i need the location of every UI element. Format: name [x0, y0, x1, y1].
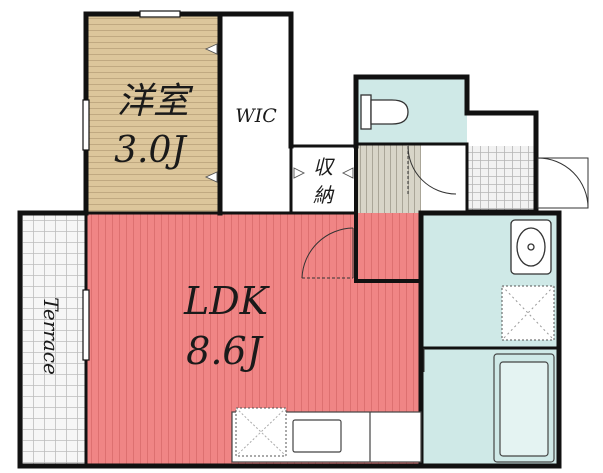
- storage-label-line1: 収: [313, 155, 335, 179]
- closet-markers: [204, 43, 354, 183]
- storage-label-line2: 納: [313, 183, 335, 207]
- bathtub-icon: [493, 353, 555, 463]
- storage-room: [291, 146, 356, 213]
- window-markers: [82, 10, 181, 361]
- ldk-room-name: LDK: [183, 279, 271, 323]
- toilet-icon: [360, 94, 409, 130]
- terrace-label: Terrace: [39, 297, 63, 375]
- entrance: [467, 146, 536, 211]
- wic-room: [220, 14, 291, 213]
- washer-pan-icon: [501, 285, 555, 341]
- sink-icon: [510, 219, 552, 275]
- kitchen-sink-icon: [292, 419, 342, 453]
- western-room-name: 洋室: [117, 81, 194, 122]
- terrace: [20, 213, 86, 466]
- front-door-arc: [537, 157, 589, 209]
- western-room: [86, 14, 220, 213]
- walls: [17, 11, 562, 469]
- ldk-room-size: 8.6J: [186, 329, 263, 373]
- stove-icon: [235, 407, 287, 457]
- western-room-size: 3.0J: [114, 130, 188, 171]
- wic-label: WIC: [235, 105, 277, 127]
